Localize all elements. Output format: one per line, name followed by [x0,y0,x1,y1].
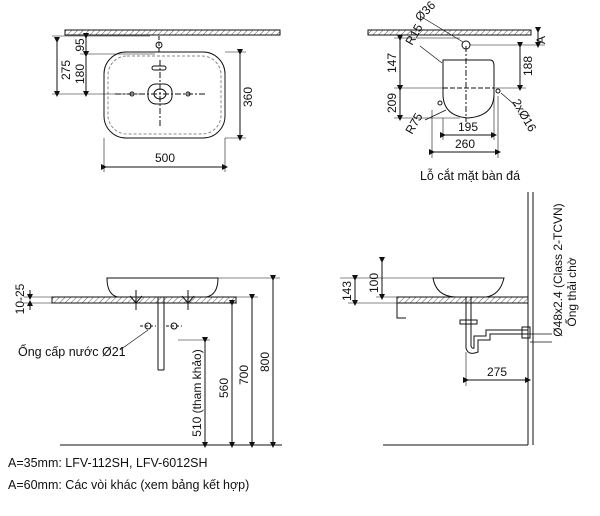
dim-510: 510 (tham khảo) [190,349,204,436]
basin-front [106,277,219,298]
dim-95: 95 [73,38,87,52]
cutout-label: Lỗ cắt mặt bàn đá [420,168,520,183]
overflow-slot [151,65,167,71]
dim-260: 260 [455,137,475,151]
dim-180: 180 [73,64,87,84]
dim-A: A [534,36,548,44]
dim-143: 143 [340,281,354,301]
counter-side [396,296,529,304]
countertop-strip-right [367,29,532,36]
dim-275-side: 275 [487,365,507,379]
mount-hole-b [495,88,501,94]
plan-view [52,29,281,172]
basin-inner [107,55,222,135]
dim-209: 209 [385,93,399,113]
cutout-view [367,15,545,158]
cutout-outline [442,59,495,119]
supply-pipe-label: Ống cấp nước Ø21 [18,344,126,359]
dim-R75: R75 [402,110,425,136]
front-elevation [24,275,282,448]
basin-side [432,277,505,298]
basin-outline [103,51,226,139]
dim-800: 800 [258,352,272,372]
dim-2x16: 2xØ16 [509,97,539,135]
dim-36: Ø36 [412,0,438,24]
drain-spec: Ø48x2.4 (Class 2-TCVN) [551,203,565,336]
side-elevation [340,192,552,446]
dim-10-25: 10-25 [13,283,27,314]
dim-100: 100 [367,273,381,293]
countertop-strip [64,29,281,36]
note-a60: A=60mm: Các vòi khác (xem bảng kết hợp) [8,478,250,492]
dim-275-top: 275 [59,60,73,80]
dim-147: 147 [385,53,399,73]
note-a35: A=35mm: LFV-112SH, LFV-6012SH [8,456,208,470]
mount-hole-a [437,100,443,106]
dim-188: 188 [521,56,535,76]
dim-360: 360 [241,87,255,107]
dim-560: 560 [217,378,231,398]
dim-500: 500 [155,151,175,165]
drain-label: Ống thải chờ [564,257,579,326]
dim-195: 195 [458,120,478,134]
counter-front [51,296,237,304]
dim-700: 700 [237,365,251,385]
